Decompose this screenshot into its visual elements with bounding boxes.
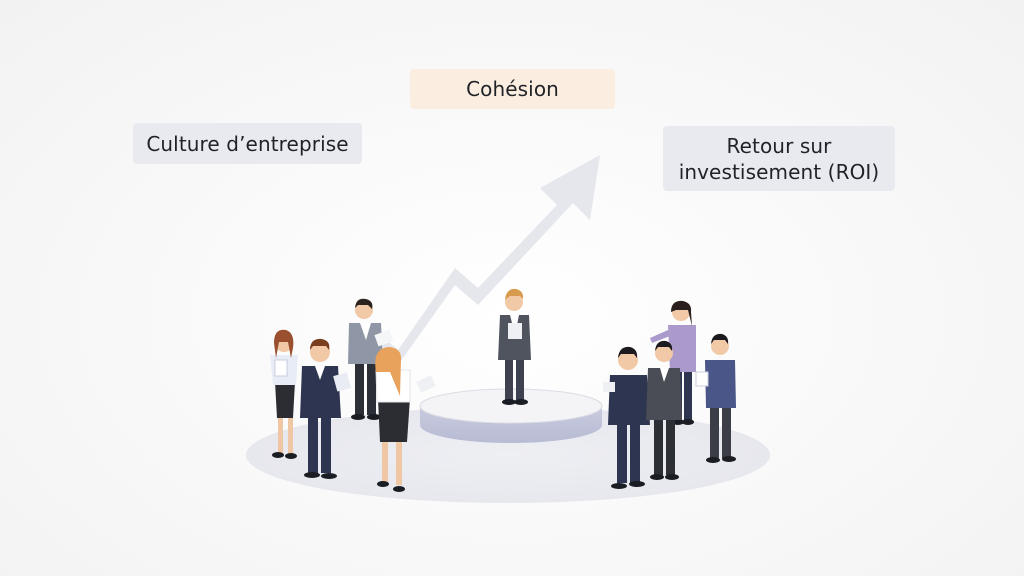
person-man-grey-back (348, 298, 394, 420)
person-man-grey-right (646, 340, 682, 480)
person-woman-left (270, 329, 298, 459)
cohesion-label-text: Cohésion (466, 77, 559, 101)
person-man-blue-far-right (695, 333, 736, 463)
person-leader (498, 288, 531, 405)
person-man-navy-left (300, 338, 351, 479)
cohesion-label: Cohésion (410, 69, 615, 109)
person-woman-blonde (375, 347, 436, 492)
roi-label-line1: Retour sur (726, 133, 832, 158)
person-man-navy-right (603, 346, 650, 489)
podium (419, 388, 603, 443)
growth-arrow-icon (375, 155, 600, 365)
roi-label-line2: investisement (ROI) (678, 159, 880, 184)
culture-label: Culture d’entreprise (133, 123, 362, 164)
culture-label-text: Culture d’entreprise (146, 131, 349, 156)
roi-label: Retour sur investisement (ROI) (663, 126, 895, 191)
